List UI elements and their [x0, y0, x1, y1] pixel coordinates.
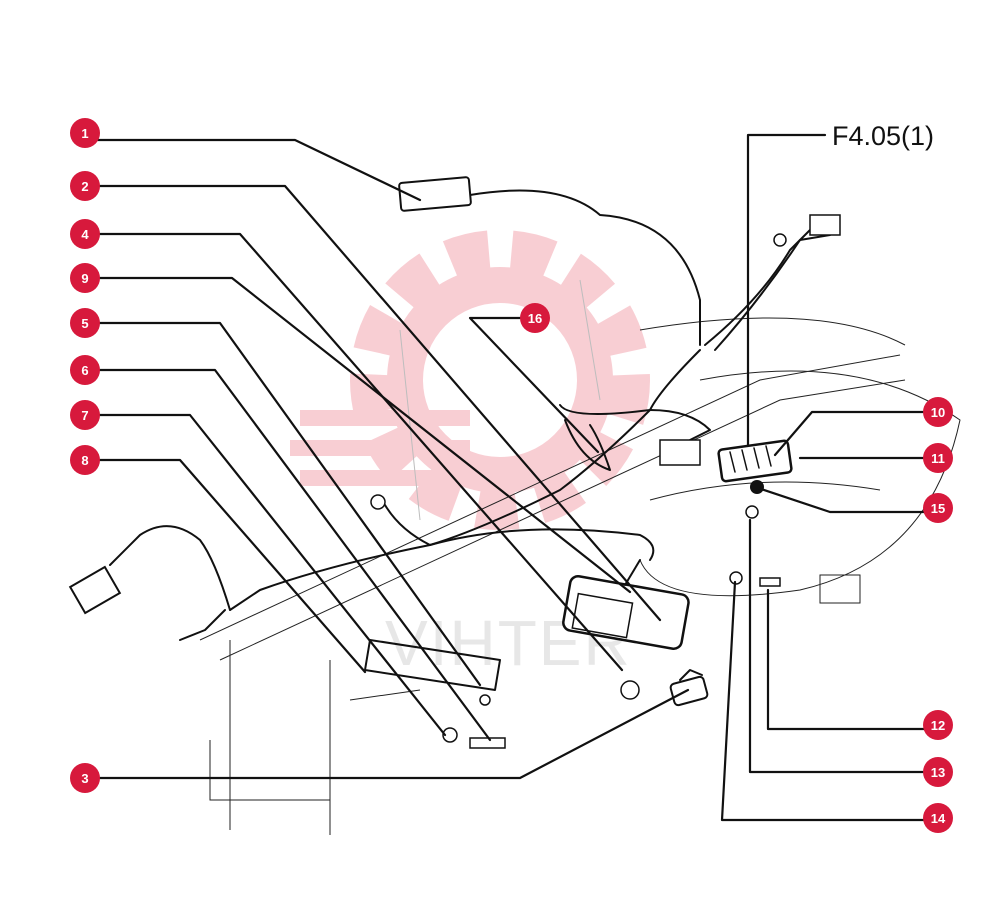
callout-badge-15: 15 — [923, 493, 953, 523]
svg-text:11: 11 — [931, 451, 945, 466]
callout-badge-13: 13 — [923, 757, 953, 787]
svg-text:15: 15 — [931, 501, 945, 516]
leader-lines — [96, 133, 927, 822]
callout-badge-9: 9 — [70, 263, 100, 293]
callout-badge-14: 14 — [923, 803, 953, 833]
svg-text:2: 2 — [81, 179, 88, 194]
svg-text:5: 5 — [81, 316, 88, 331]
figure-reference-label: F4.05(1) — [832, 121, 934, 151]
callout-badge-10: 10 — [923, 397, 953, 427]
watermark-gear-logo — [290, 230, 650, 530]
callout-badge-1: 1 — [70, 118, 100, 148]
callout-badge-12: 12 — [923, 710, 953, 740]
callout-badge-8: 8 — [70, 445, 100, 475]
callout-badge-11: 11 — [923, 443, 953, 473]
callout-badges: 1 2 4 9 5 6 7 8 — [70, 118, 953, 833]
callout-badge-7: 7 — [70, 400, 100, 430]
callout-badge-6: 6 — [70, 355, 100, 385]
svg-text:4: 4 — [81, 227, 89, 242]
svg-text:14: 14 — [931, 811, 946, 826]
svg-text:9: 9 — [81, 271, 88, 286]
svg-text:6: 6 — [81, 363, 88, 378]
callout-badge-16: 16 — [520, 303, 550, 333]
svg-text:1: 1 — [81, 126, 88, 141]
svg-text:10: 10 — [931, 405, 945, 420]
rocker-switch — [717, 439, 793, 587]
wiring-harness — [68, 176, 841, 641]
svg-text:8: 8 — [81, 453, 88, 468]
svg-text:12: 12 — [931, 718, 945, 733]
svg-text:7: 7 — [81, 408, 88, 423]
svg-text:3: 3 — [81, 771, 88, 786]
svg-text:16: 16 — [528, 311, 542, 326]
callout-badge-4: 4 — [70, 219, 100, 249]
callout-badge-5: 5 — [70, 308, 100, 338]
svg-text:13: 13 — [931, 765, 945, 780]
halogen-bulb — [669, 669, 709, 707]
machine-body-outline — [199, 279, 961, 835]
callout-badge-3: 3 — [70, 763, 100, 793]
work-lamp-assembly — [562, 559, 690, 700]
callout-badge-2: 2 — [70, 171, 100, 201]
